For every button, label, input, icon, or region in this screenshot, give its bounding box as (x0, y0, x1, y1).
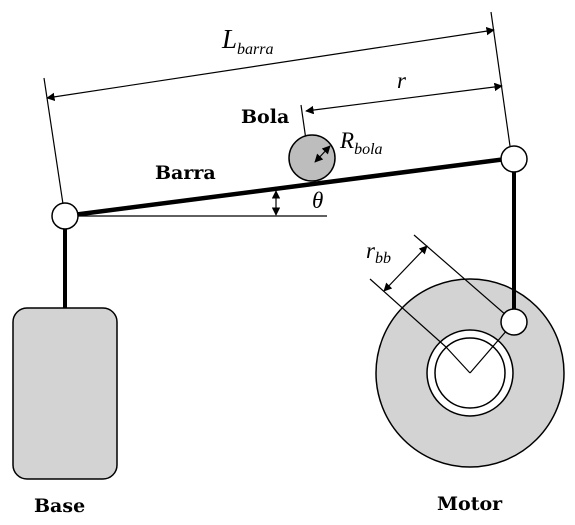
label-barra: Barra (155, 162, 216, 184)
label-l-barra: Lbarra (221, 24, 273, 58)
label-motor: Motor (437, 493, 503, 515)
beam (64, 155, 515, 219)
label-r-bola: Rbola (339, 128, 383, 158)
label-theta: θ (312, 188, 323, 213)
ball (288, 134, 336, 182)
motor-crank-ref (445, 346, 471, 374)
r-extension-left (300, 104, 307, 141)
label-r: r (397, 68, 407, 93)
label-r-bb: rbb (366, 238, 391, 267)
rbb-extension-2 (413, 234, 515, 323)
lbarra-dimension-arrow (46, 26, 495, 102)
lbarra-extension-right (490, 11, 511, 147)
label-bola: Bola (241, 106, 289, 128)
rbb-dimension-arrow (383, 245, 428, 292)
motor-crank-joint (500, 308, 528, 336)
base-pivot (51, 202, 79, 230)
base-block (12, 307, 118, 480)
ball-radius-arrow (314, 145, 331, 163)
r-dimension-arrow (305, 82, 503, 115)
label-base: Base (34, 495, 85, 517)
beam-end-joint (500, 145, 528, 173)
rbb-extension-1 (369, 278, 447, 348)
